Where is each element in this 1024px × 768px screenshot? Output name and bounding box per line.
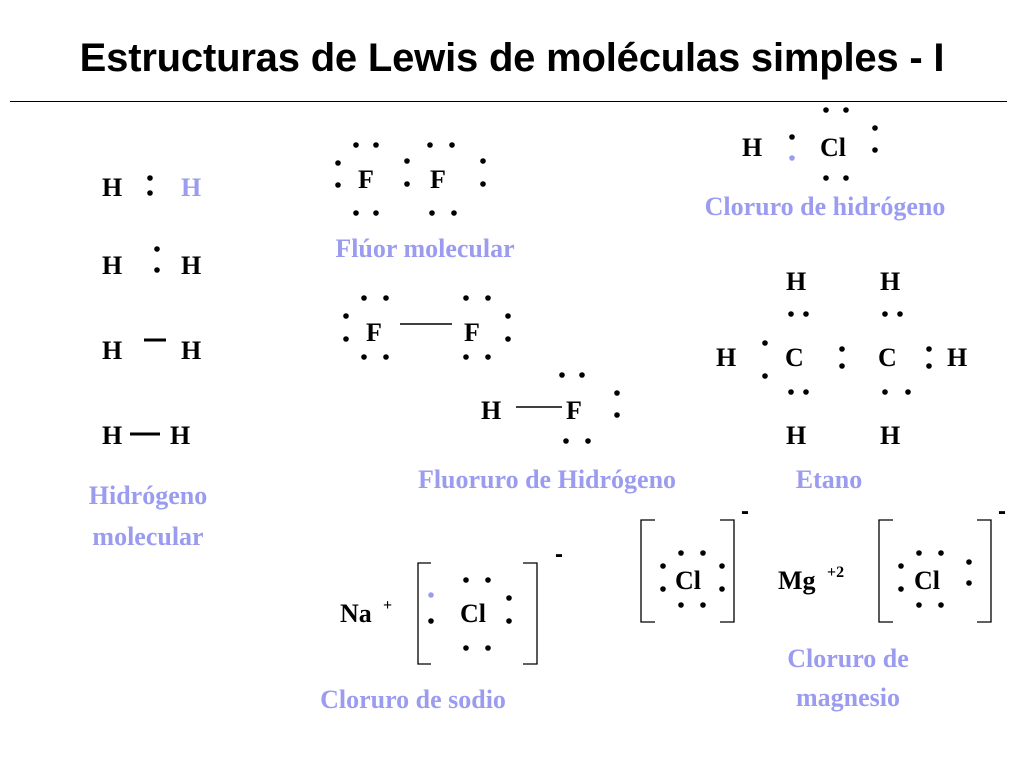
nacl-atom-cl: Cl	[460, 599, 486, 628]
f2-atom-f-left: F	[358, 165, 374, 194]
f2-bond-electron-dots	[343, 295, 511, 360]
mgcl2-left-anion-charge: -	[741, 498, 749, 525]
h2-atom-h-left-3: H	[102, 336, 122, 365]
mgcl2-atom-cl-right: Cl	[914, 566, 940, 595]
ethane-atom-h-bottom-left: H	[786, 421, 806, 450]
caption-fluor: Flúor molecular	[335, 234, 514, 263]
f2-atom-f-right: F	[430, 165, 446, 194]
slide-title: Estructuras de Lewis de moléculas simple…	[79, 36, 945, 80]
hcl-electron-dots	[823, 107, 878, 181]
caption-hidrogeno-line1: Hidrógeno	[89, 481, 207, 510]
h2-atom-h-left: H	[102, 173, 122, 202]
hydrogen-molecule-group: H H H H H H H H	[89, 173, 207, 551]
ethane-atom-c-left: C	[785, 343, 804, 372]
mgcl2-right-anion-left-bracket	[878, 519, 893, 623]
fluorine-bond-group: F F	[343, 295, 511, 360]
ethane-atom-h-left: H	[716, 343, 736, 372]
sodium-chloride-group: Na + - Cl Cloruro de sodio	[320, 541, 563, 714]
h2-atom-h-right-4: H	[170, 421, 190, 450]
ethane-group: H H H C C H H H Etano	[716, 267, 967, 494]
hf-electron-dots	[559, 372, 620, 444]
caption-fluoruro-hidrogeno: Fluoruro de Hidrógeno	[418, 465, 676, 494]
h2-atom-h-right: H	[181, 173, 201, 202]
h2-atom-h-left-2: H	[102, 251, 122, 280]
mgcl2-right-cl-dots	[898, 550, 972, 608]
mgcl2-mg-charge: +2	[827, 564, 844, 581]
mgcl2-atom-mg: Mg	[778, 566, 816, 595]
fluorine-molecule-group: F F Flúor molecular	[335, 142, 515, 263]
ethane-atom-h-top-left: H	[786, 267, 806, 296]
nacl-electron-dots	[428, 577, 512, 651]
ethane-atom-h-right: H	[947, 343, 967, 372]
ethane-atom-h-bottom-right: H	[880, 421, 900, 450]
ethane-electron-dots	[762, 311, 932, 395]
hcl-atom-h: H	[742, 133, 762, 162]
title-underline	[10, 101, 1007, 102]
ethane-atom-h-top-right: H	[880, 267, 900, 296]
hcl-atom-cl: Cl	[820, 133, 846, 162]
nacl-na-charge: +	[383, 597, 392, 614]
caption-hidrogeno-line2: molecular	[92, 522, 203, 551]
nacl-right-bracket	[523, 562, 538, 665]
h2-shared-pair	[147, 175, 153, 196]
nacl-left-bracket	[417, 562, 431, 665]
mgcl2-atom-cl-left: Cl	[675, 566, 701, 595]
h2-shared-pair-2	[154, 246, 160, 273]
h2-atom-h-left-4: H	[102, 421, 122, 450]
nacl-atom-na: Na	[340, 599, 372, 628]
h2-dots-structure-2: H H	[102, 246, 201, 280]
f2-electron-dots	[335, 142, 486, 216]
h2-bond-structure-2: H H	[102, 421, 190, 450]
h2-bond-structure: H H	[102, 336, 201, 365]
mgcl2-left-cl-dots	[660, 550, 725, 608]
caption-cloruro-sodio: Cloruro de sodio	[320, 685, 506, 714]
caption-etano: Etano	[796, 465, 862, 494]
hf-atom-f: F	[566, 396, 582, 425]
h2-dots-structure: H H	[102, 173, 201, 202]
mgcl2-left-anion-right-bracket	[720, 519, 735, 623]
hydrogen-chloride-group: H Cl Cloruro de hidrógeno	[705, 107, 946, 221]
ethane-atom-c-right: C	[878, 343, 897, 372]
f2-bond-atom-f-right: F	[464, 318, 480, 347]
mgcl2-right-anion-charge: -	[998, 498, 1006, 525]
mgcl2-left-anion-left-bracket	[640, 519, 655, 623]
h2-atom-h-right-3: H	[181, 336, 201, 365]
magnesium-chloride-group: - Cl Mg +2 - Cl Cloruro de	[640, 498, 1006, 712]
nacl-anion-charge: -	[555, 541, 563, 568]
caption-cloruro-hidrogeno: Cloruro de hidrógeno	[705, 192, 946, 221]
hcl-shared-pair	[789, 134, 795, 161]
caption-cloruro-magnesio-line2: magnesio	[796, 683, 900, 712]
hf-atom-h: H	[481, 396, 501, 425]
hydrogen-fluoride-group: H F Fluoruro de Hidrógeno	[418, 372, 676, 494]
f2-bond-atom-f-left: F	[366, 318, 382, 347]
h2-atom-h-right-2: H	[181, 251, 201, 280]
mgcl2-right-anion-right-bracket	[977, 519, 992, 623]
caption-cloruro-magnesio-line1: Cloruro de	[787, 644, 909, 673]
